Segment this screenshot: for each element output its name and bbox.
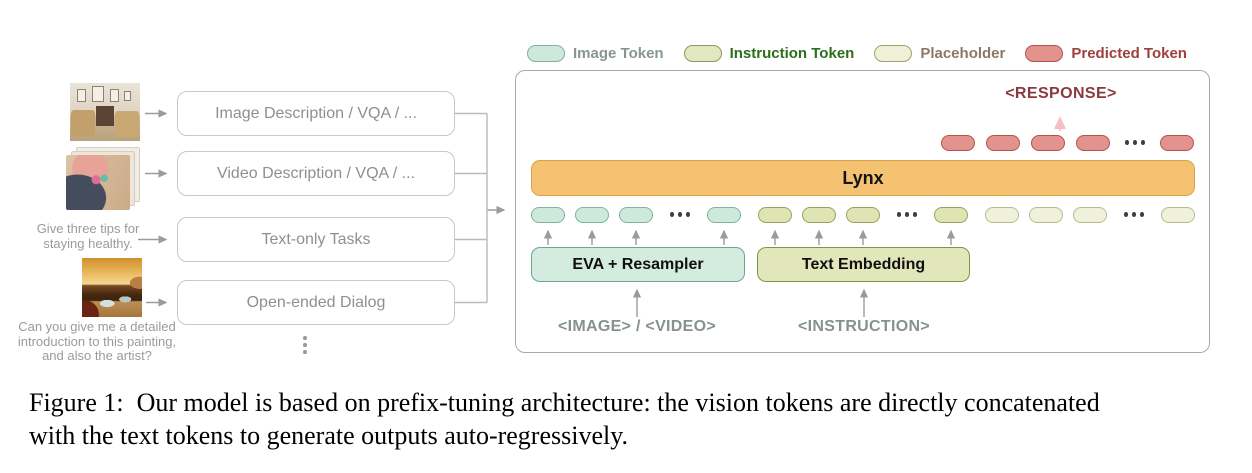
legend-item-image-token: Image Token [527,45,664,62]
video-frames-thumbnail [66,147,140,210]
placeholder-token-pill [1073,207,1107,223]
image-token-pill [619,207,653,223]
photo-detail [77,89,86,102]
image-token-pill [575,207,609,223]
figure-caption: Figure 1: Our model is based on prefix-t… [29,388,1100,450]
instruction-token-swatch [683,45,722,62]
image-video-input-label: <IMAGE> / <VIDEO> [557,318,717,335]
response-label: <RESPONSE> [1005,85,1117,102]
instruction-token-pill [934,207,968,223]
legend-item-instruction-token: Instruction Token [683,45,855,62]
legend-item-predicted-token: Predicted Token [1025,45,1187,62]
text-only-prompt: Give three tips for staying healthy. [36,221,140,251]
placeholder-token-pill [1029,207,1063,223]
ellipsis-dots [1125,140,1145,145]
dialog-prompt: Can you give me a detailed introduction … [17,319,177,363]
predicted-token-pill [1160,135,1194,151]
task-label: Text-only Tasks [261,230,371,248]
predicted-token-pill [986,135,1020,151]
video-frame-front [66,155,130,210]
legend: Image Token Instruction Token Placeholder P… [527,45,1187,62]
legend-item-label: Placeholder [920,45,1006,62]
predicted-token-pill [941,135,975,151]
image-token-pill [707,207,741,223]
instruction-token-pill [802,207,836,223]
legend-item-label: Instruction Token [729,45,855,62]
ellipsis-dots [897,212,917,217]
task-box-open-ended-dialog: Open-ended Dialog [177,280,455,325]
legend-item-label: Image Token [573,45,664,62]
instruction-token-pill [846,207,880,223]
task-box-video-description: Video Description / VQA / ... [177,151,455,196]
placeholder-token-pill [1161,207,1195,223]
text-encoder-label: Text Embedding [801,255,926,273]
placeholder-token-pill [985,207,1019,223]
lynx-label: Lynx [842,167,884,188]
task-label: Image Description / VQA / ... [215,104,417,122]
text-encoder-box: Text Embedding [757,247,970,282]
vision-encoder-box: EVA + Resampler [531,247,745,282]
painting-thumbnail [82,258,142,317]
predicted-token-pill [1031,135,1065,151]
photo-detail [124,91,131,101]
more-tasks-ellipsis [303,336,307,354]
living-room-photo [70,83,140,141]
predicted-token-pill [1076,135,1110,151]
predicted-token-swatch [1025,45,1064,62]
task-box-text-only: Text-only Tasks [177,217,455,262]
image-token-swatch [527,45,565,62]
ellipsis-dots [670,212,690,217]
image-token-pill [531,207,565,223]
vision-encoder-label: EVA + Resampler [572,255,704,273]
task-label: Open-ended Dialog [246,293,386,311]
legend-item-placeholder: Placeholder [874,45,1005,62]
photo-detail [96,106,114,126]
instruction-token-pill [758,207,792,223]
photo-detail [115,111,139,137]
legend-item-label: Predicted Token [1071,45,1187,62]
lynx-model-bar: Lynx [531,160,1195,196]
task-label: Video Description / VQA / ... [216,164,416,182]
photo-detail [71,110,95,137]
task-box-image-description: Image Description / VQA / ... [177,91,455,136]
photo-detail [92,86,104,102]
placeholder-swatch [874,45,913,62]
instruction-input-label: <INSTRUCTION> [798,318,930,335]
photo-detail [110,89,119,102]
ellipsis-dots [1124,212,1144,217]
